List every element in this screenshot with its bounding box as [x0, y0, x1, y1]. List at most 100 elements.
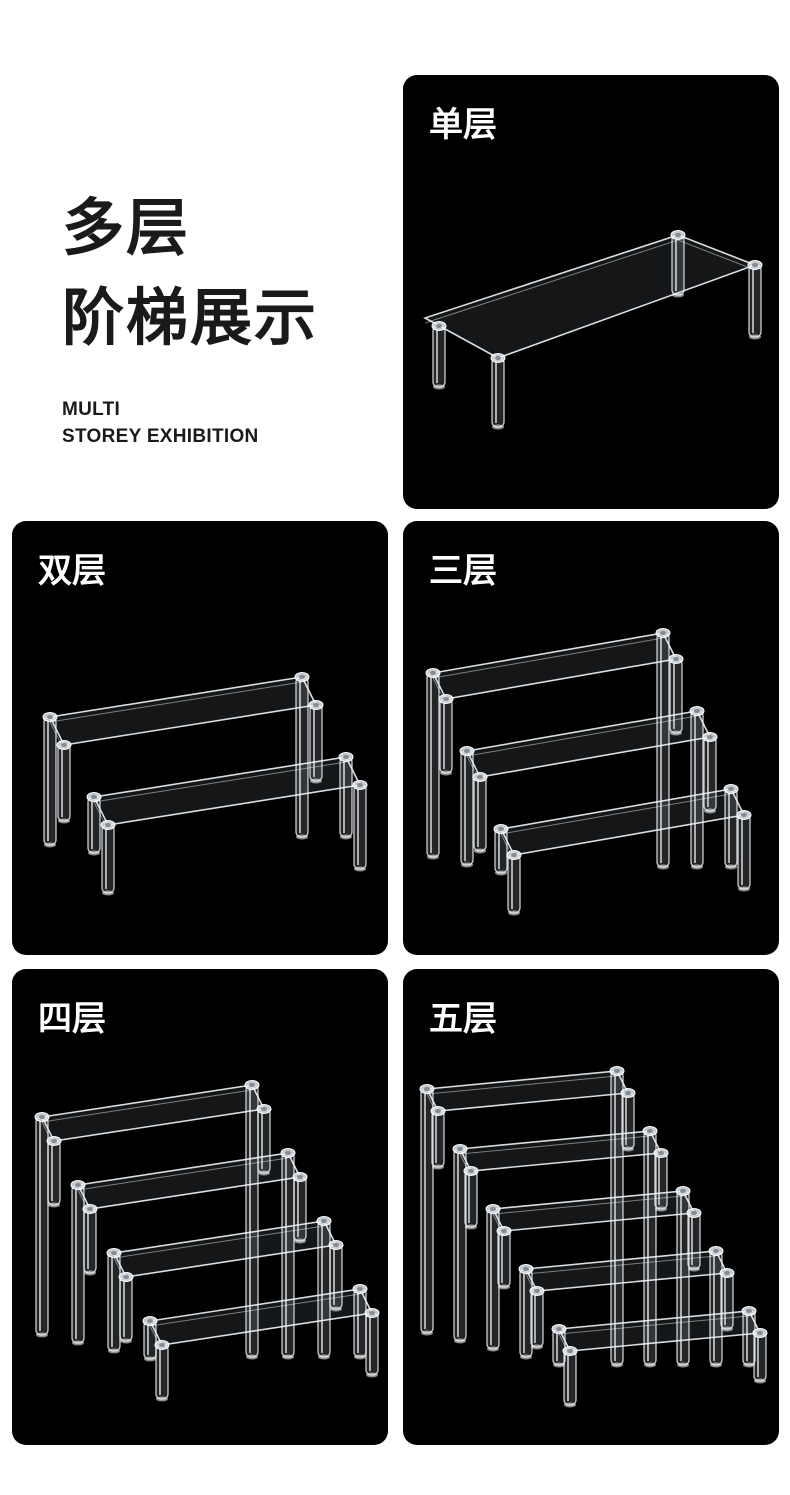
panel-label-single-tier: 单层: [429, 105, 497, 145]
tier-2-corner-0-screw-center: [91, 795, 97, 799]
panel-three-tier: 三层: [403, 521, 779, 955]
tier-3-corner-0-screw-center: [111, 1251, 117, 1255]
tier-2-corner-1-screw-center: [647, 1129, 653, 1133]
tier-1-front-left-leg-foot: [48, 1202, 60, 1208]
title-line-2: 阶梯展示: [62, 281, 319, 354]
tier-1-corner-0-screw-center: [39, 1115, 45, 1119]
tier-5-front-right-leg: [753, 1332, 767, 1382]
single-front-left-leg-foot: [433, 384, 445, 390]
tier-5-front-right-leg-foot: [754, 1378, 766, 1384]
tier-3-corner-3-screw-center: [501, 1229, 507, 1233]
single-tier-shelf-image: [422, 230, 763, 430]
tier-3-front-left-leg-foot: [498, 1284, 510, 1290]
tier-3-front-left-leg: [119, 1276, 133, 1342]
tier-3-back-left-leg: [107, 1252, 121, 1352]
tier-2-back-left-leg-foot: [454, 1338, 466, 1344]
tier-3-plate: [499, 788, 746, 856]
tier-3-corner-2-screw-center: [741, 813, 747, 817]
tier-3-corner-2-screw-center: [333, 1243, 339, 1247]
tier-2-corner-3-screw-center: [105, 823, 111, 827]
tier-2-plate: [92, 756, 362, 826]
tier-2-corner-2-screw-center: [707, 735, 713, 739]
tier-3-front-left-leg-foot: [120, 1338, 132, 1344]
subtitle-line-1: MULTI: [62, 399, 121, 420]
tier-1-back-left-leg: [43, 716, 57, 846]
tier-3-corner-1-screw-center: [321, 1219, 327, 1223]
tier-3-corner-3-screw-center: [123, 1275, 129, 1279]
tier-3-front-right-leg-foot: [738, 886, 750, 892]
tier-1-back-left-leg: [35, 1116, 49, 1336]
tier-2-back-left-leg-foot: [461, 862, 473, 868]
tier-2-corner-2-screw-center: [297, 1175, 303, 1179]
tier-4-back-left-leg-foot: [144, 1356, 156, 1362]
tier-2-front-right-leg-foot: [294, 1238, 306, 1244]
tier-2-front-left-leg-foot: [102, 890, 114, 896]
tier-3-front-right-leg-foot: [688, 1266, 700, 1272]
single-corner-0-screw-center: [675, 233, 681, 237]
tier-2-back-right-leg-foot: [340, 834, 352, 840]
tier-1-corner-2-screw-center: [673, 657, 679, 661]
tier-3-corner-0-screw-center: [490, 1207, 496, 1211]
tier-3-corner-0-screw-center: [498, 827, 504, 831]
panel-label-four-tier: 四层: [38, 999, 106, 1039]
title-line-1: 多层: [62, 191, 191, 264]
single-corner-1-screw-center: [752, 263, 758, 267]
tier-2-front-left-leg-foot: [474, 848, 486, 854]
tier-1-front-left-leg-foot: [440, 770, 452, 776]
tier-4-back-right-leg-foot: [710, 1362, 722, 1368]
tier-2-corner-2-screw-center: [357, 783, 363, 787]
tier-2-corner-0-screw-center: [464, 749, 470, 753]
tier-3-front-left-leg: [507, 854, 521, 914]
tier-2-front-right-leg-foot: [354, 866, 366, 872]
page-title: 多层 阶梯展示: [62, 183, 318, 363]
tier-1-corner-3-screw-center: [51, 1139, 57, 1143]
tier-2-front-left-leg: [83, 1208, 97, 1274]
tier-1-back-left-leg: [420, 1088, 434, 1334]
panel-two-tier: 双层: [12, 521, 388, 955]
tier-1-corner-1-screw-center: [614, 1069, 620, 1073]
tier-1-front-right-leg-foot: [670, 730, 682, 736]
tier-2-front-left-leg: [464, 1170, 478, 1228]
tier-5-corner-0-screw-center: [556, 1327, 562, 1331]
single-corner-3-screw-center: [436, 324, 442, 328]
tier-3-back-left-leg-foot: [487, 1346, 499, 1352]
tier-2-front-left-leg: [473, 776, 487, 852]
tier-1-front-right-leg-foot: [310, 778, 322, 784]
tier-2-front-right-leg: [353, 784, 367, 870]
single-front-left-leg: [432, 325, 446, 388]
tier-5-corner-1-screw-center: [746, 1309, 752, 1313]
tier-4-back-right-leg-foot: [354, 1354, 366, 1360]
tier-1-corner-2-screw-center: [261, 1107, 267, 1111]
panel-five-tier: 五层: [403, 969, 779, 1445]
tier-2-back-left-leg-foot: [88, 850, 100, 856]
tier-1-back-right-leg-foot: [246, 1354, 258, 1360]
tier-2-front-left-leg-foot: [465, 1224, 477, 1230]
panel-four-tier: 四层: [12, 969, 388, 1445]
single-back-right-leg: [748, 264, 762, 338]
tier-3-front-left-leg: [497, 1230, 511, 1288]
four-tier-shelf-image: [34, 1080, 380, 1402]
tier-4-corner-2-screw-center: [724, 1271, 730, 1275]
tier-1-corner-3-screw-center: [435, 1109, 441, 1113]
single-front-right-leg-foot: [492, 424, 504, 430]
tier-3-back-left-leg-foot: [108, 1348, 120, 1354]
tier-2-corner-3-screw-center: [87, 1207, 93, 1211]
tier-1-front-left-leg: [47, 1140, 61, 1206]
tier-4-front-left-leg: [155, 1344, 169, 1400]
tier-1-front-left-leg: [431, 1110, 445, 1168]
tier-3-back-right-leg-foot: [677, 1362, 689, 1368]
tier-4-corner-1-screw-center: [357, 1287, 363, 1291]
single-plate: [422, 234, 758, 359]
tier-1-back-right-leg-foot: [296, 834, 308, 840]
tier-1-corner-0-screw-center: [430, 671, 436, 675]
tier-1-corner-2-screw-center: [625, 1091, 631, 1095]
tier-1-back-right-leg: [656, 632, 670, 868]
tier-4-front-left-leg-foot: [531, 1344, 543, 1350]
tier-5-back-left-leg-foot: [553, 1362, 565, 1368]
tier-1-back-left-leg: [426, 672, 440, 858]
tier-1-front-left-leg: [439, 698, 453, 774]
tier-2-corner-1-screw-center: [694, 709, 700, 713]
tier-1-back-left-leg-foot: [36, 1332, 48, 1338]
tier-4-front-right-leg: [365, 1312, 379, 1376]
tier-2-corner-2-screw-center: [658, 1151, 664, 1155]
